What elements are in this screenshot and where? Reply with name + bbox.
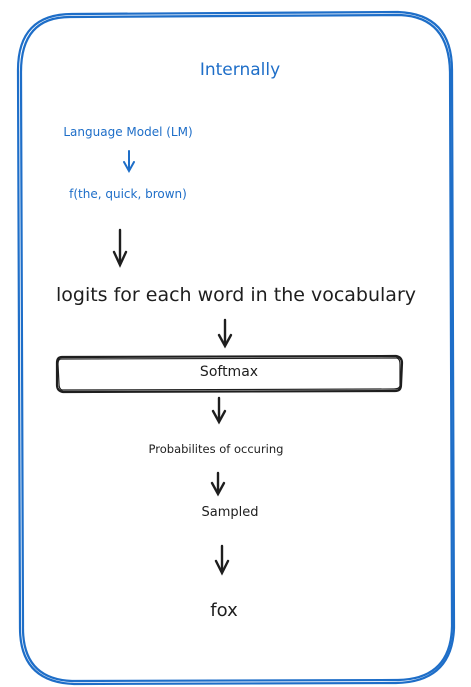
softmax-box bbox=[55, 354, 404, 394]
arrow-logits-to-softmax bbox=[217, 318, 233, 349]
diagram-title: Internally bbox=[199, 60, 281, 80]
softmax-label: Softmax bbox=[199, 364, 259, 380]
probabilities-label: Probabilites of occuring bbox=[148, 442, 284, 456]
arrow-function-to-logits bbox=[112, 228, 128, 268]
arrow-softmax-to-probabilities bbox=[211, 396, 227, 425]
language-model-label: Language Model (LM) bbox=[63, 125, 193, 139]
logits-label: logits for each word in the vocabulary bbox=[55, 284, 417, 306]
arrow-sampled-to-output bbox=[214, 544, 230, 576]
arrow-probabilities-to-sampled bbox=[210, 471, 226, 497]
output-word-label: fox bbox=[210, 600, 238, 621]
sampled-label: Sampled bbox=[201, 505, 259, 520]
container-frame bbox=[16, 10, 456, 686]
function-call-label: f(the, quick, brown) bbox=[69, 187, 187, 201]
arrow-model-to-function bbox=[123, 150, 135, 174]
